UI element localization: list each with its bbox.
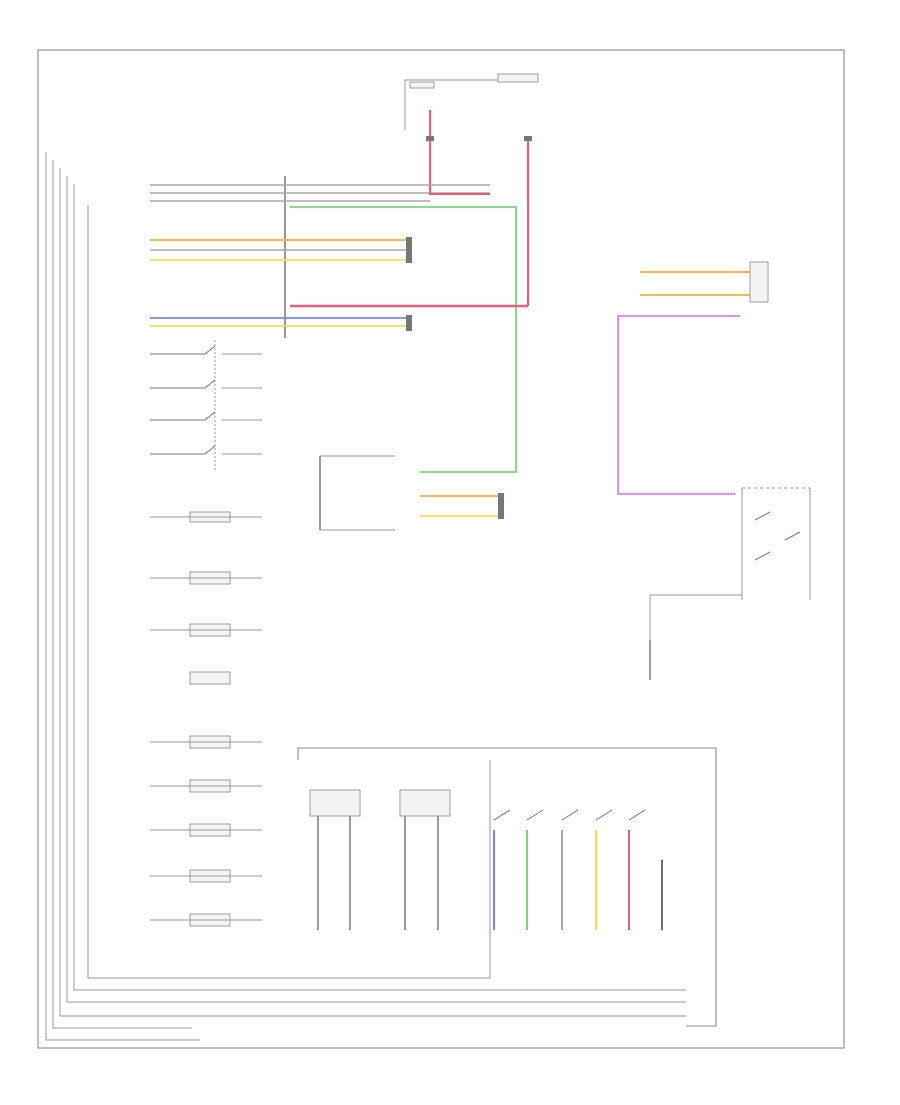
wire-group-1 [150,184,517,473]
left-bus-lines [45,152,686,1041]
transmission-shift-lever [649,487,811,680]
internal-mode-switch-box [297,747,717,1027]
wire-group-3 [150,304,528,331]
wire-group-2 [150,237,412,263]
hot-in-run-fuse [409,81,435,89]
top-power-section [404,73,539,306]
hot-at-all-times-fuse [497,73,539,83]
solenoids [150,511,262,927]
engine-control-module [319,455,504,531]
right-upper-section [617,261,769,495]
range-switch [150,340,262,470]
outer-frame [37,49,845,1049]
